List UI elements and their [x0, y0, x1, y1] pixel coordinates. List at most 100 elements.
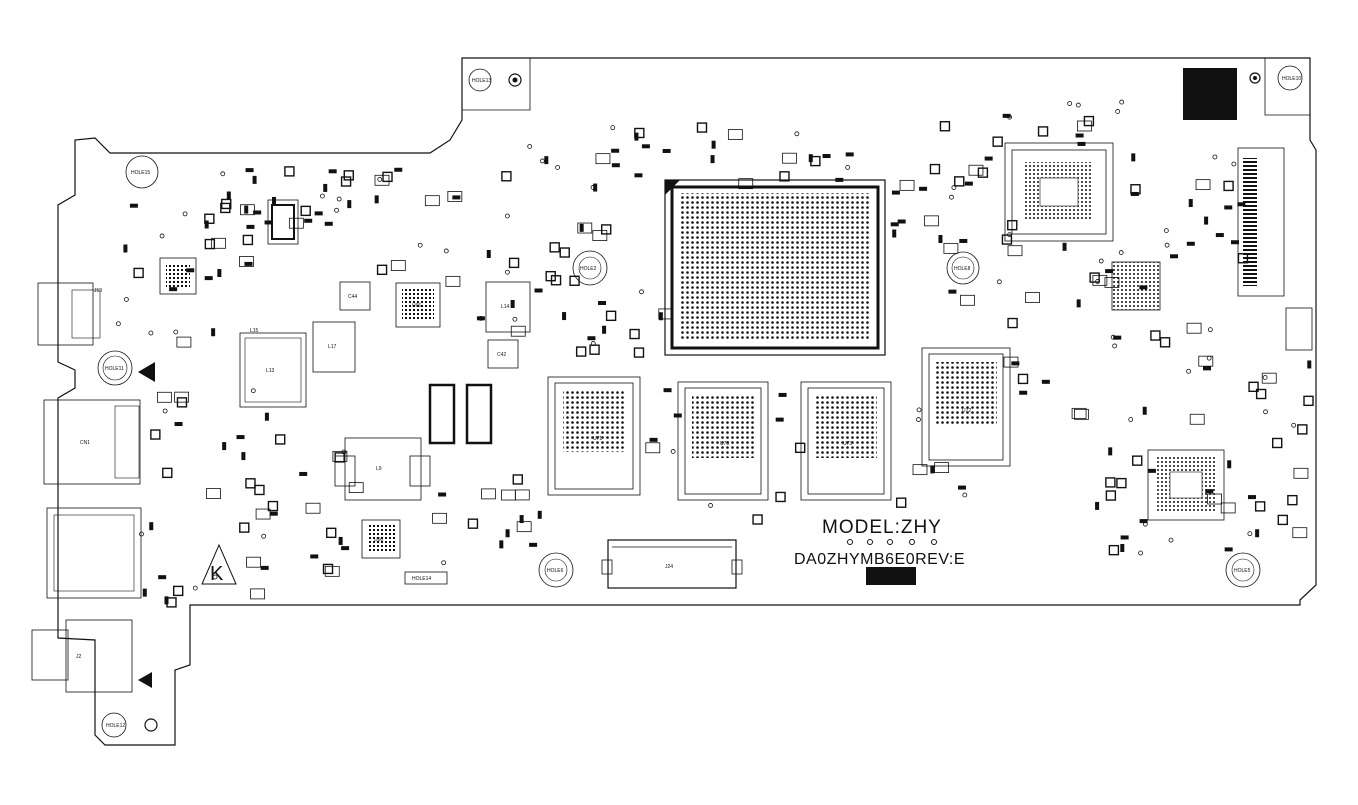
smd-part	[539, 158, 545, 164]
smd-part	[324, 565, 340, 577]
smd-part	[467, 518, 479, 529]
hole-top-right: HOLE10	[1249, 65, 1303, 91]
part-label: J2	[76, 654, 82, 660]
smd-part	[1025, 292, 1040, 303]
smd-part	[1001, 234, 1013, 245]
smd-part	[711, 140, 716, 149]
smd-part	[964, 181, 973, 186]
smd-part	[133, 267, 144, 279]
smd-part	[1220, 502, 1236, 514]
hole-bottom-center-left: HOLE6	[538, 552, 574, 588]
smd-part	[943, 242, 959, 254]
k-logo: K	[201, 543, 237, 585]
chip-right-mid	[1111, 261, 1161, 311]
smd-part	[338, 536, 343, 545]
smd-part	[261, 533, 267, 539]
part-label: L17	[328, 344, 337, 350]
smd-part	[516, 521, 532, 533]
smd-part	[1189, 413, 1205, 425]
smd-part	[264, 220, 273, 225]
smd-part	[1277, 514, 1288, 526]
smd-part	[1095, 501, 1100, 510]
smd-part	[1227, 460, 1232, 469]
smd-part	[320, 193, 325, 199]
smd-part	[340, 176, 352, 187]
smd-part	[1231, 161, 1237, 167]
smd-part	[1223, 180, 1234, 192]
smd-part	[577, 222, 593, 234]
smd-part	[438, 492, 447, 497]
smd-part	[1098, 258, 1104, 264]
smd-part	[245, 478, 256, 489]
smd-part	[1003, 356, 1019, 368]
smd-part	[452, 195, 461, 200]
smd-part	[658, 312, 663, 321]
smd-part	[1128, 417, 1134, 422]
smd-part	[275, 434, 286, 445]
pmic-left	[159, 257, 197, 295]
smd-part	[347, 200, 352, 209]
smd-part	[1205, 489, 1214, 494]
smd-part	[611, 163, 620, 168]
smd-part	[1110, 334, 1116, 340]
smd-part	[641, 144, 650, 149]
smd-part	[341, 546, 350, 551]
smd-part	[1120, 543, 1125, 552]
smd-part	[778, 392, 787, 397]
smd-part	[182, 211, 188, 217]
smd-part	[166, 597, 177, 608]
smd-part	[929, 163, 941, 175]
smd-part	[662, 148, 671, 153]
smd-part	[478, 315, 484, 321]
part-label: L14	[501, 304, 510, 310]
smd-part	[1130, 191, 1139, 196]
board-outline	[57, 57, 1317, 746]
smd-part	[324, 221, 333, 226]
smd-part	[639, 289, 644, 295]
smd-part	[1224, 205, 1233, 210]
smd-part	[1164, 242, 1170, 248]
smd-part	[174, 422, 183, 427]
smd-part	[1262, 375, 1268, 380]
connector-j24: J24	[601, 539, 743, 589]
smd-part	[527, 144, 533, 149]
inductor-l14: L14	[485, 281, 531, 333]
smd-part	[334, 207, 339, 213]
hole-top-left: HOLE13	[468, 68, 522, 92]
svg-text:K: K	[210, 563, 224, 585]
smd-part	[752, 514, 763, 525]
smd-part	[239, 522, 250, 533]
smd-part	[443, 248, 449, 254]
smd-part	[1204, 216, 1209, 225]
smd-part	[663, 388, 672, 393]
smd-part	[169, 287, 178, 292]
connector-j13: J13	[37, 282, 102, 346]
smd-part	[1067, 101, 1073, 106]
smd-part	[1230, 240, 1239, 245]
smd-part	[924, 215, 939, 227]
hole-label: HOLE15	[131, 170, 150, 176]
smd-part	[123, 244, 128, 253]
black-pad-top-right	[1183, 68, 1237, 120]
smd-part	[897, 219, 906, 224]
smd-part	[1138, 550, 1144, 556]
smd-part	[394, 167, 403, 172]
smd-part	[519, 515, 524, 524]
smd-part	[708, 503, 713, 508]
smd-part	[1186, 241, 1195, 246]
hole-label: HOLE14	[412, 576, 431, 582]
top-right-tab	[1264, 58, 1310, 116]
smd-part	[341, 449, 347, 455]
part-label: C44	[348, 294, 357, 300]
smd-part	[304, 218, 313, 223]
smd-part	[1303, 395, 1314, 407]
smd-part	[1113, 335, 1122, 340]
smd-part	[562, 312, 567, 321]
smd-part	[186, 268, 195, 273]
smd-part	[148, 330, 154, 336]
smd-part	[1206, 355, 1212, 361]
smd-part	[377, 176, 383, 182]
smd-part	[1261, 372, 1277, 384]
smd-part	[512, 474, 523, 485]
